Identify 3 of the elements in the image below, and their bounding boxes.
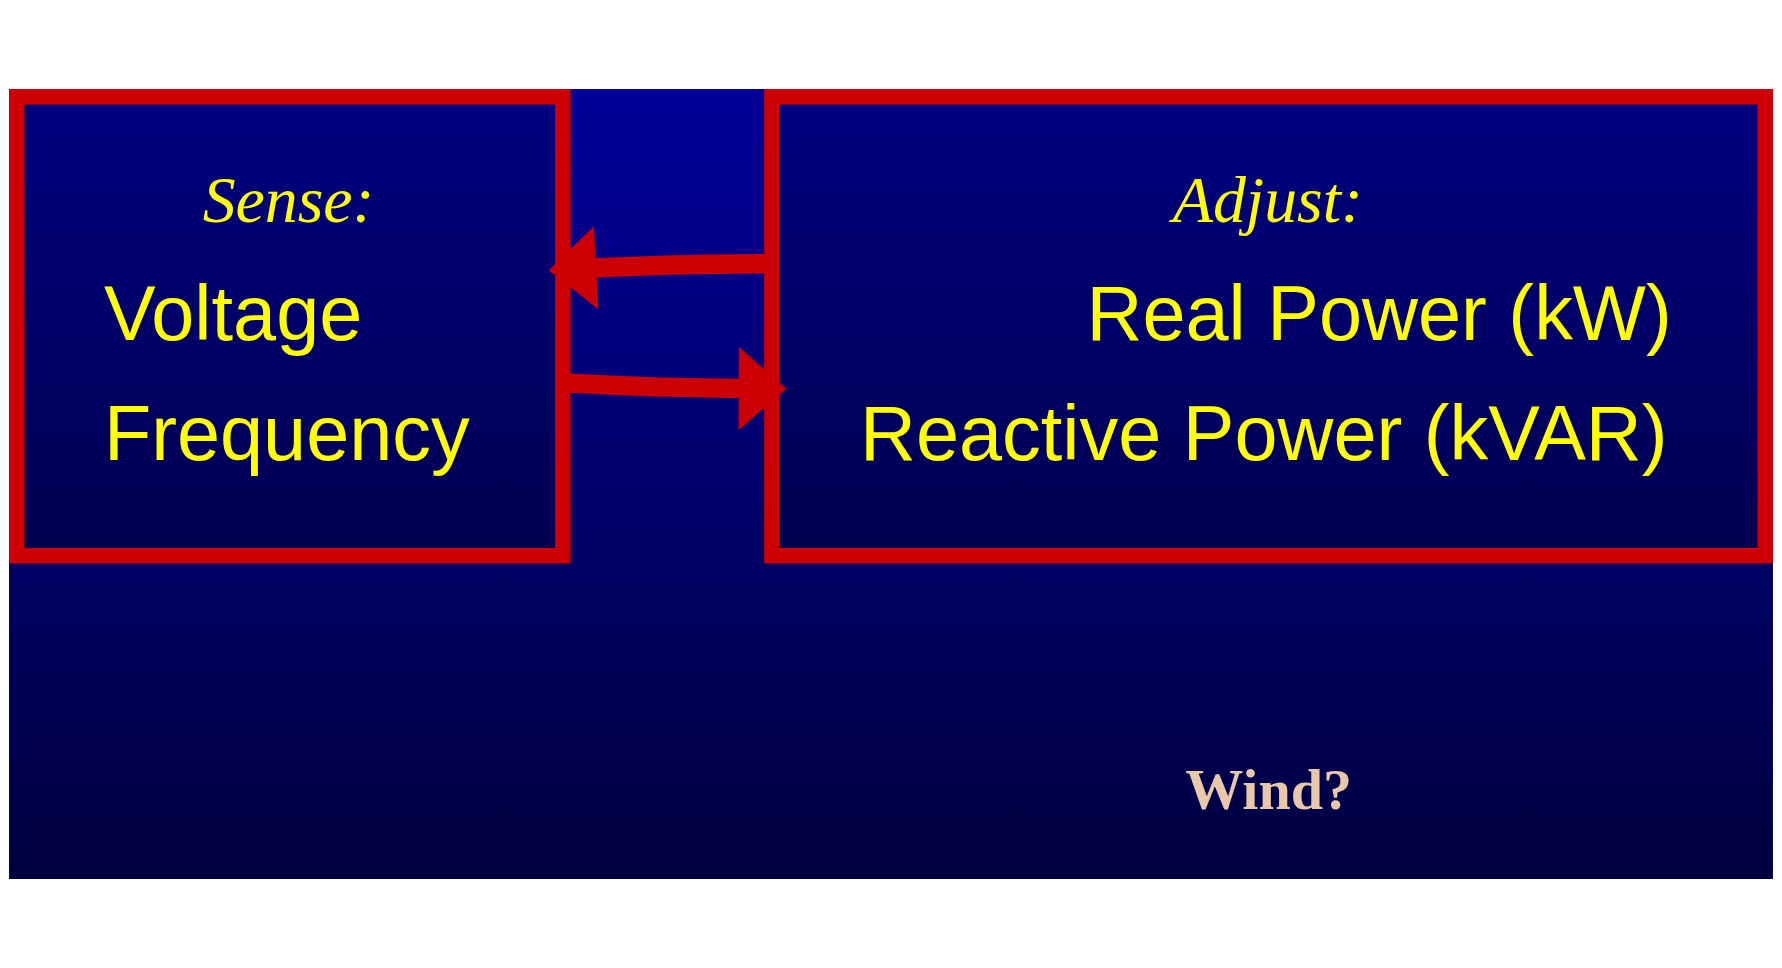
node-box: Adjust: Real Power (kW) Reactive Power (kVAR) xyxy=(764,89,1773,564)
label: Wind? xyxy=(1185,757,1353,823)
node-box: Sense: Voltage Frequency xyxy=(9,89,571,564)
